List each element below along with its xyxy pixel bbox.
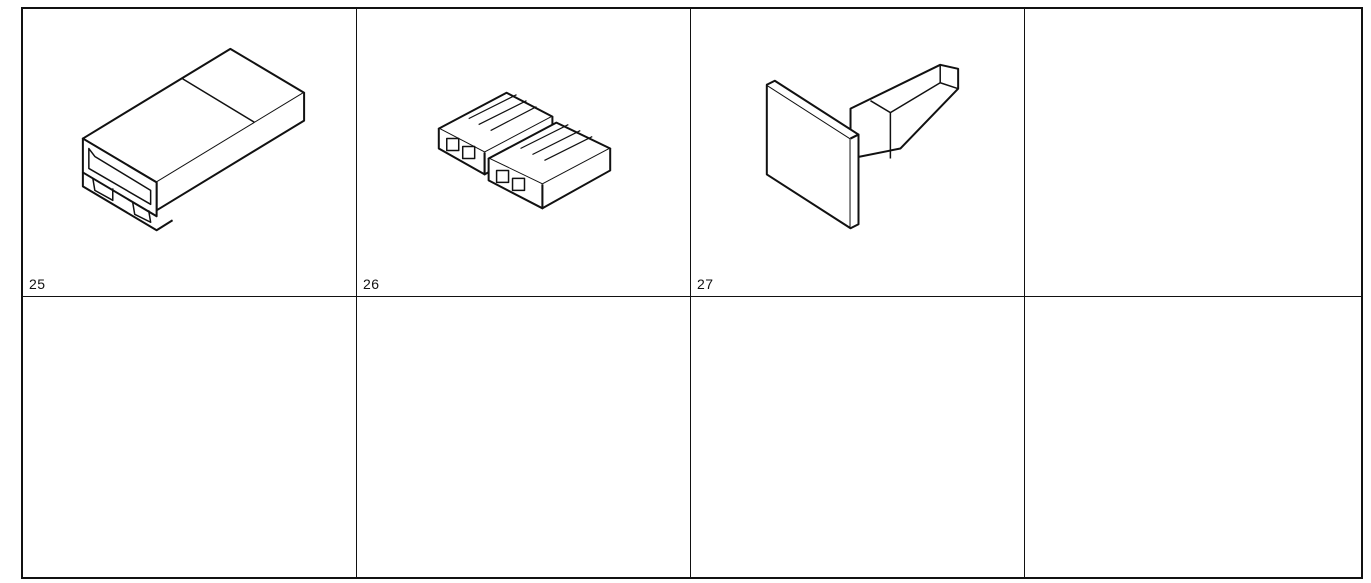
- part-cell-empty: [1025, 9, 1361, 297]
- part-cell-25: 25: [23, 9, 357, 297]
- part-cell-empty: [691, 297, 1025, 577]
- part-cell-26: 26: [357, 9, 691, 297]
- connector-housing-icon: [23, 9, 356, 296]
- part-cell-empty: [1025, 297, 1361, 577]
- part-number-label: 25: [29, 276, 46, 292]
- part-number-label: 26: [363, 276, 380, 292]
- part-cell-empty: [23, 297, 357, 577]
- square-plug-icon: [691, 9, 1024, 296]
- twin-connector-pair-icon: [357, 9, 690, 296]
- part-cell-27: 27: [691, 9, 1025, 297]
- part-number-label: 27: [697, 276, 714, 292]
- part-cell-empty: [357, 297, 691, 577]
- parts-grid: 25 26: [21, 7, 1363, 579]
